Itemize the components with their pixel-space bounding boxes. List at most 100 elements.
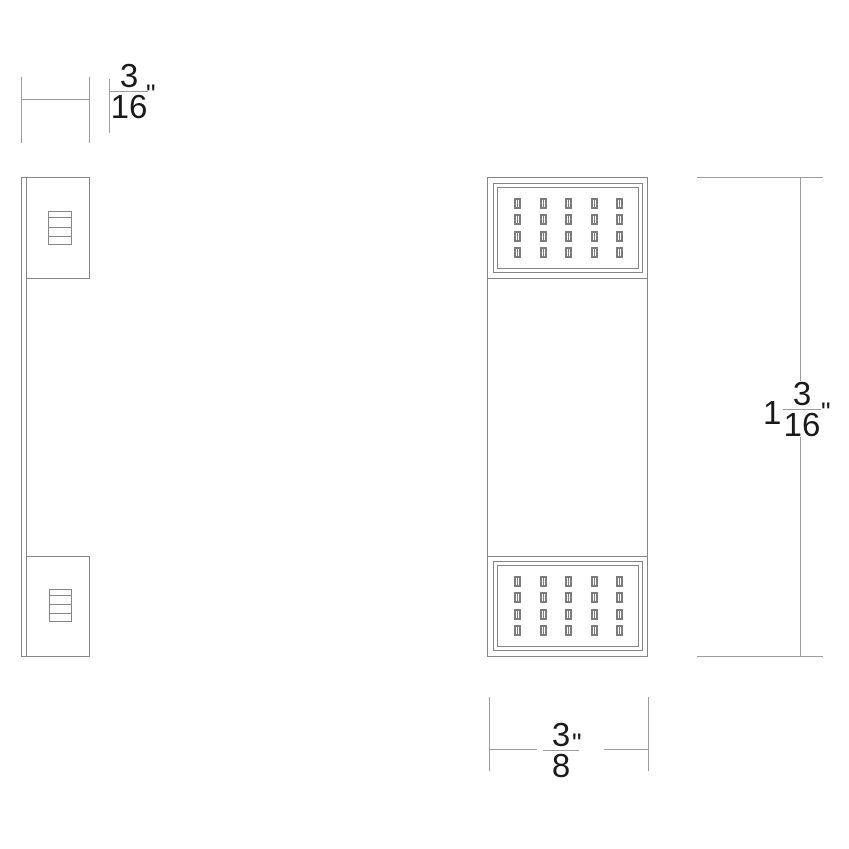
terminal-line: [49, 236, 71, 237]
height-unit-mark: ": [821, 397, 830, 427]
top-grille-frame-outer: [493, 183, 643, 273]
grille-slot: [590, 624, 598, 636]
width-unit-mark: ": [572, 728, 581, 758]
grille-slot: [565, 576, 572, 587]
grille-slot: [514, 246, 521, 258]
height-extension-line-bottom: [697, 656, 823, 657]
grille-slot: [565, 214, 572, 226]
grille-slot: [590, 246, 598, 258]
depth-numerator: 3: [119, 57, 139, 94]
grille-slot: [565, 592, 572, 604]
grille-slot: [565, 198, 572, 209]
grille-slot: [539, 624, 547, 636]
side-view-backplate: [21, 177, 27, 657]
terminal-line: [50, 604, 71, 605]
depth-label-leader-line: [109, 79, 110, 133]
grille-slot: [514, 198, 521, 209]
depth-dimension-line: [21, 99, 90, 100]
grille-row: [514, 198, 623, 209]
width-dimension-line-left: [489, 749, 537, 750]
grille-slot: [616, 230, 623, 242]
top-grille-frame-inner: [497, 187, 639, 269]
terminal-line: [50, 595, 71, 596]
grille-slot: [590, 198, 598, 209]
width-numerator: 3: [551, 716, 571, 753]
front-view-body: [487, 177, 648, 657]
grille-slot: [539, 230, 547, 242]
grille-slot: [565, 230, 572, 242]
grille-slot: [565, 246, 572, 258]
grille-slot: [616, 592, 623, 604]
width-extension-line-right: [648, 697, 649, 771]
grille-slot: [539, 592, 547, 604]
width-dimension-label: 3 8: [543, 716, 579, 785]
depth-extension-line-left: [21, 77, 22, 143]
grille-slot: [590, 214, 598, 226]
grille-slot: [514, 624, 521, 636]
side-view-top-housing: [26, 177, 90, 279]
grille-row: [514, 608, 623, 620]
side-view-top-terminal-detail: [48, 211, 72, 245]
grille-slot: [514, 608, 521, 620]
grille-slot: [514, 576, 521, 587]
grille-slot: [616, 576, 623, 587]
grille-slot: [539, 198, 547, 209]
grille-slot: [565, 608, 572, 620]
grille-slot: [514, 592, 521, 604]
grille-row: [514, 214, 623, 226]
height-extension-line-top: [697, 177, 823, 178]
grille-slot: [590, 608, 598, 620]
top-grille-slot-grid: [514, 198, 623, 258]
front-view-section-line-upper: [488, 278, 647, 279]
bottom-grille-frame-outer: [493, 561, 643, 651]
grille-slot: [616, 624, 623, 636]
depth-extension-line-right: [89, 77, 90, 143]
height-dimension-line-lower: [800, 437, 801, 656]
terminal-line: [49, 217, 71, 218]
bottom-grille-slot-grid: [514, 576, 623, 636]
grille-slot: [539, 576, 547, 587]
depth-unit-mark: ": [146, 79, 155, 109]
grille-row: [514, 576, 623, 587]
side-view-bottom-housing: [26, 556, 90, 657]
height-denominator: 16: [783, 406, 821, 444]
width-denominator: 8: [551, 747, 571, 785]
grille-slot: [539, 214, 547, 226]
fraction-bar: [110, 91, 148, 93]
grille-row: [514, 246, 623, 258]
terminal-line: [50, 613, 71, 614]
grille-slot: [616, 198, 623, 209]
side-view-bottom-terminal-detail: [49, 589, 72, 622]
fraction-bar: [783, 409, 821, 411]
grille-slot: [539, 246, 547, 258]
bottom-grille-frame-inner: [497, 565, 639, 647]
grille-slot: [616, 608, 623, 620]
grille-slot: [514, 230, 521, 242]
height-dimension-line-upper: [800, 178, 801, 381]
grille-row: [514, 624, 623, 636]
grille-slot: [590, 592, 598, 604]
grille-slot: [590, 576, 598, 587]
terminal-line: [49, 227, 71, 228]
depth-dimension-label: 3 16: [110, 57, 148, 126]
height-numerator: 3: [792, 375, 812, 412]
grille-slot: [590, 230, 598, 242]
front-view-section-line-lower: [488, 556, 647, 557]
fraction-bar: [543, 750, 579, 752]
height-dimension-label: 3 16: [783, 375, 821, 444]
height-whole-number: 1: [763, 394, 782, 431]
grille-slot: [616, 246, 623, 258]
grille-slot: [565, 624, 572, 636]
grille-slot: [616, 214, 623, 226]
grille-slot: [514, 214, 521, 226]
grille-slot: [539, 608, 547, 620]
width-extension-line-left: [489, 697, 490, 771]
depth-denominator: 16: [110, 88, 148, 126]
grille-row: [514, 230, 623, 242]
